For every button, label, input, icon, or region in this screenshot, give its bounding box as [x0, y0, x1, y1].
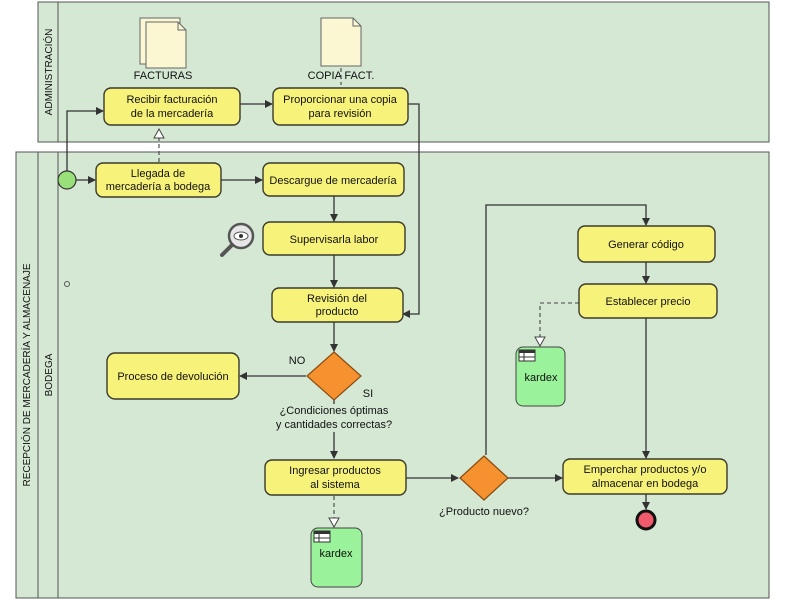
pool-label-recepcion: RECEPCIÓN DE MERCADERÍA Y ALMACENAJE [20, 263, 33, 486]
data-store-kardex-bottom: kardex [310, 527, 363, 588]
task-text-establecer: Establecer precio [606, 296, 691, 308]
task-text-proporcionar-1: Proporcionar una copia [283, 94, 398, 106]
sequence-flows [66, 100, 650, 510]
gateway-condiciones-question-2: y cantidades correctas? [276, 419, 392, 431]
gateway-condiciones-question-1: ¿Condiciones óptimas [280, 405, 389, 417]
pool-label-administracion: ADMINISTRACIÓN [42, 29, 55, 116]
task-descargue-mercaderia[interactable]: Descargue de mercadería [262, 162, 405, 197]
gateway-nuevo-question: ¿Producto nuevo? [439, 506, 529, 518]
task-text-revision-1: Revisión del [307, 293, 367, 305]
task-text-descargue: Descargue de mercadería [269, 175, 397, 187]
task-ingresar-productos[interactable]: Ingresar productos al sistema [264, 459, 407, 496]
kardex-top-label: kardex [524, 372, 558, 384]
label-facturas: FACTURAS [134, 70, 193, 82]
start-event [57, 170, 77, 190]
end-event [635, 509, 657, 531]
associations [153, 68, 579, 529]
task-text-recibir-1: Recibir facturación [126, 94, 217, 106]
task-text-recibir-2: de la mercadería [131, 108, 214, 120]
task-text-llegada-1: Llegada de [131, 168, 185, 180]
task-text-supervisar: Supervisarla labor [290, 234, 379, 246]
table-icon [518, 349, 536, 362]
lane-label-bodega: BODEGA [44, 353, 55, 396]
task-supervisar-labor[interactable]: Supervisarla labor [262, 221, 406, 256]
task-revision-producto[interactable]: Revisión del producto [271, 287, 404, 323]
task-proceso-devolucion[interactable]: Proceso de devolución [106, 352, 240, 400]
task-llegada-mercaderia[interactable]: Llegada de mercadería a bodega [95, 162, 222, 198]
task-text-ingresar-2: al sistema [310, 479, 360, 491]
magnifier-eye-icon [220, 222, 255, 257]
kardex-bottom-label: kardex [319, 548, 353, 560]
task-text-emperchar-1: Emperchar productos y/o [584, 464, 707, 476]
gateway-no-label: NO [289, 355, 306, 367]
small-marker [64, 281, 70, 287]
data-store-kardex-top: kardex [515, 346, 566, 407]
task-text-ingresar-1: Ingresar productos [289, 465, 381, 477]
task-generar-codigo[interactable]: Generar código [577, 225, 716, 263]
gateway-condiciones[interactable]: NO SI ¿Condiciones óptimas y cantidades … [276, 351, 392, 431]
table-icon [313, 530, 331, 543]
task-establecer-precio[interactable]: Establecer precio [578, 283, 718, 319]
data-object-facturas: FACTURAS [134, 17, 193, 82]
task-proporcionar-copia[interactable]: Proporcionar una copia para revisión [272, 87, 409, 126]
task-text-revision-2: producto [316, 306, 359, 318]
task-text-emperchar-2: almacenar en bodega [592, 478, 699, 490]
task-text-proporcionar-2: para revisión [309, 108, 372, 120]
task-text-llegada-2: mercadería a bodega [106, 181, 211, 193]
task-text-devolucion: Proceso de devolución [117, 371, 228, 383]
gateway-producto-nuevo[interactable]: ¿Producto nuevo? [439, 455, 529, 518]
task-emperchar-productos[interactable]: Emperchar productos y/o almacenar en bod… [562, 458, 728, 495]
task-recibir-facturacion[interactable]: Recibir facturación de la mercadería [103, 87, 241, 126]
task-text-generar: Generar código [608, 239, 684, 251]
gateway-si-label: SI [363, 388, 373, 400]
